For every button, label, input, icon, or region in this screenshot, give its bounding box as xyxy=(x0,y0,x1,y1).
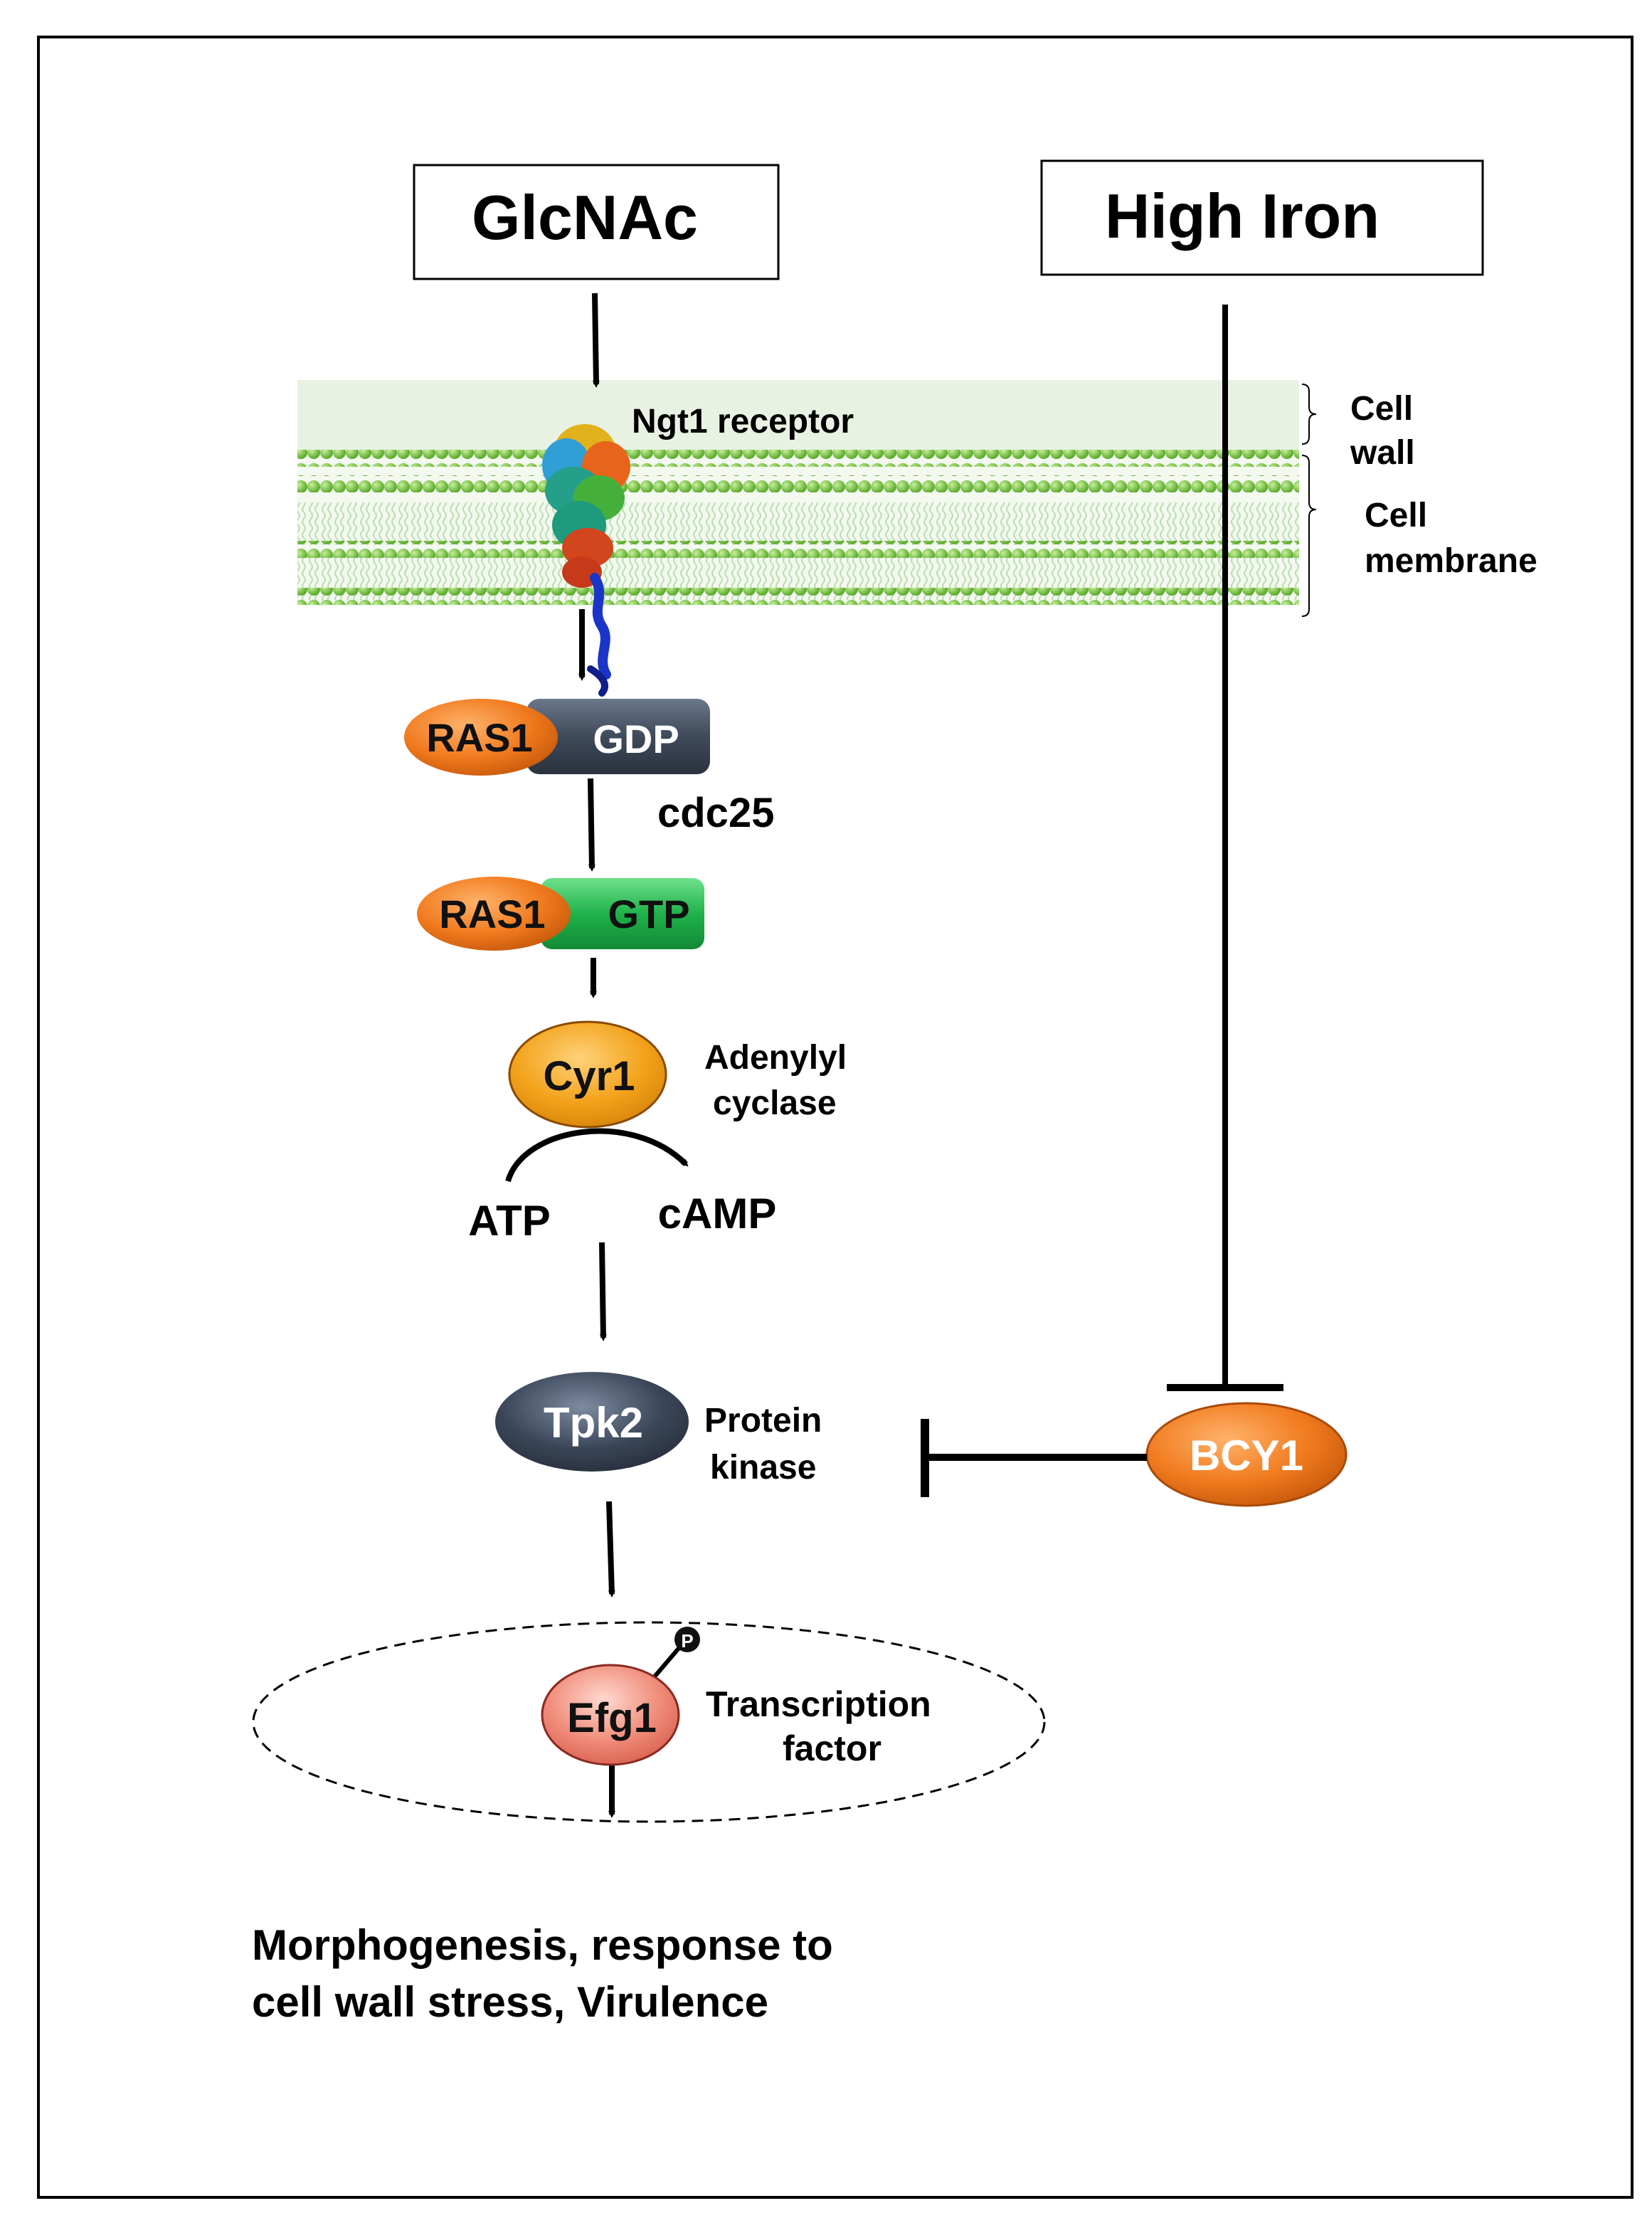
cyr1-label: Cyr1 xyxy=(544,1053,635,1099)
efg1-desc-line1: Transcription xyxy=(706,1684,931,1724)
ngt1-receptor-label: Ngt1 receptor xyxy=(632,403,854,440)
cyr1-desc-line2: cyclase xyxy=(713,1084,837,1122)
efg1-label: Efg1 xyxy=(567,1695,657,1741)
ras1-gtp-nucleotide-label: GTP xyxy=(608,892,689,936)
cell-membrane-label-line2: membrane xyxy=(1365,542,1537,580)
cell-wall-band xyxy=(297,380,1299,450)
arrow-glcnac-to-receptor xyxy=(592,292,600,388)
outcome-line2: cell wall stress, Virulence xyxy=(252,1978,768,2026)
atp-to-camp-curved-arrow xyxy=(505,1128,689,1183)
membrane-heads-3 xyxy=(297,541,1299,558)
arrow-ras-gdp-to-ras-gtp xyxy=(588,778,595,872)
arrow-tpk2-to-nucleus xyxy=(606,1501,615,1597)
atp-label: ATP xyxy=(468,1197,551,1245)
arrow-camp-to-tpk2 xyxy=(599,1242,607,1341)
cell-membrane xyxy=(297,450,1299,606)
tpk2-node: Tpk2 xyxy=(495,1372,689,1472)
efg1-node: P Efg1 xyxy=(541,1627,700,1766)
glcnac-label: GlcNAc xyxy=(472,182,698,253)
cyr1-node: Cyr1 xyxy=(508,1020,667,1129)
outcome-line1: Morphogenesis, response to xyxy=(252,1921,833,1969)
efg1-desc-line2: factor xyxy=(783,1728,881,1768)
phosphate-marker xyxy=(674,1627,700,1652)
tpk2-desc-line2: kinase xyxy=(710,1449,816,1486)
membrane-heads-1 xyxy=(297,450,1299,467)
tpk2-desc-line1: Protein xyxy=(704,1402,822,1440)
bcy1-label: BCY1 xyxy=(1190,1432,1303,1479)
nucleus-boundary xyxy=(252,1621,1046,1823)
cyr1-desc-line1: Adenylyl xyxy=(704,1039,847,1077)
ras1-gtp-complex: RAS1 GTP xyxy=(417,877,704,951)
cell-wall-label-line1: Cell xyxy=(1350,390,1413,428)
tpk2-label: Tpk2 xyxy=(544,1399,643,1447)
cell-wall-brace xyxy=(1301,384,1317,445)
cell-membrane-label-line1: Cell xyxy=(1365,497,1427,534)
membrane-tails-upper xyxy=(297,502,1299,545)
cell-membrane-brace xyxy=(1301,455,1317,617)
ras1-gdp-complex: RAS1 GDP xyxy=(404,699,710,776)
figure-frame xyxy=(37,36,1634,2199)
bcy1-node: BCY1 xyxy=(1145,1402,1347,1507)
ngt1-receptor-structure xyxy=(542,424,630,697)
membrane-heads-4 xyxy=(297,588,1299,605)
ras1-gdp-nucleotide-label: GDP xyxy=(593,717,679,761)
ras1-gdp-ras-label: RAS1 xyxy=(426,715,532,760)
cell-wall-label-line2: wall xyxy=(1350,434,1415,472)
ras1-gtp-ras-label: RAS1 xyxy=(439,892,545,936)
high-iron-box: High Iron xyxy=(1040,159,1484,276)
camp-label: cAMP xyxy=(658,1190,777,1237)
membrane-heads-2 xyxy=(297,475,1299,492)
glcnac-box: GlcNAc xyxy=(413,164,780,280)
high-iron-label: High Iron xyxy=(1105,181,1380,251)
phosphate-label: P xyxy=(681,1630,693,1652)
cdc25-label: cdc25 xyxy=(657,790,774,836)
